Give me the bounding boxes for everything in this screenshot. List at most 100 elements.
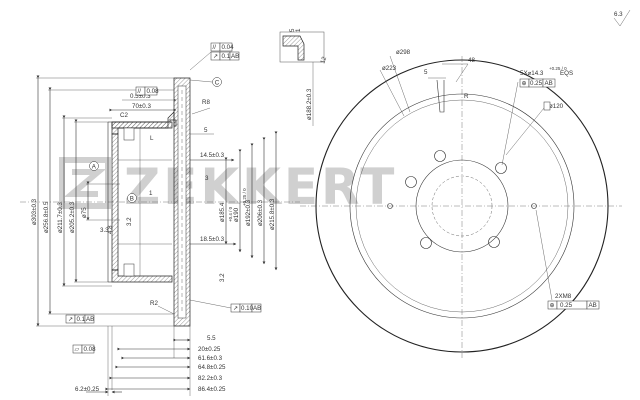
svg-text:0.1: 0.1 [222, 53, 231, 60]
dim-d190: ø190 [233, 207, 240, 222]
dim-d206: ø206±0.3 [257, 199, 264, 226]
tolerance-frame-position-bolts: ⊕ 0.25 AB [519, 78, 556, 88]
dim-radius-r2: R2 [150, 300, 158, 307]
datum-c-marker [212, 77, 222, 87]
bottom-dimension-stack: 5.5 20±0.25 61.6±0.3 64.8±0.25 82.2±0.3 … [75, 326, 226, 396]
svg-text:5X⌀14.3: 5X⌀14.3 [520, 70, 544, 77]
dim-d303: ø303±0.3 [31, 198, 38, 225]
front-view-leaders [379, 55, 553, 301]
dim-angle-3-2b: 3.2 [219, 273, 226, 282]
dim-d120: ø120 [549, 103, 564, 110]
hat-wall-bottom [111, 269, 173, 283]
dim-d192: ø192±0.3 [245, 199, 252, 226]
dim-five: 5 [204, 127, 208, 134]
svg-text:EQS: EQS [560, 70, 573, 77]
svg-text://: // [138, 88, 142, 95]
tolerance-frame-runout-top: ↗ 0.1 AB [210, 51, 239, 61]
datum-a-marker [89, 161, 99, 171]
watermark-logo-icon [59, 157, 111, 209]
svg-text:AB: AB [231, 53, 239, 60]
dim-d190-tolerance: +0.25 / 0 [242, 188, 247, 206]
svg-text:↗: ↗ [233, 305, 238, 312]
m8-threaded-holes [387, 203, 537, 209]
svg-text://: // [213, 44, 217, 51]
datum-b-label: B [130, 195, 134, 202]
section-dims-top: 0.5±0.3 70±0.3 C2 R8 5 L 14.5±0.3 3 1 [109, 93, 235, 197]
svg-text:⊕: ⊕ [522, 80, 527, 87]
svg-text:↗: ↗ [213, 53, 218, 60]
dim-d223: ø223 [382, 65, 397, 72]
datum-c-label: C [215, 79, 220, 86]
dim-d75: ø75 [81, 207, 88, 218]
svg-text:0.08: 0.08 [147, 88, 160, 95]
dim-d256-8: ø256.8±0.5 [43, 201, 50, 233]
dim-angle-4-8: 4.8 [107, 225, 114, 234]
detail-dim-5: 5 [289, 28, 296, 32]
tolerance-frame-runout-left: ↗ 0.1 AB [65, 314, 94, 324]
dim-61-6: 61.6±0.3 [198, 355, 223, 362]
dim-d205-2: ø205.2±0.3 [69, 201, 76, 233]
dim-d185-tolerance: +0.4 / 0 [228, 206, 233, 222]
svg-text:▱: ▱ [75, 346, 80, 353]
dim-64-8: 64.8±0.25 [198, 364, 226, 371]
diameter-dimension-lines-left [36, 75, 90, 327]
detail-dim-1: 1 [295, 28, 302, 32]
svg-text:0.10: 0.10 [241, 305, 254, 312]
dim-d185: ø185.4 [219, 202, 226, 222]
hub-step-top [123, 127, 135, 141]
front-view: ø298 ø223 5 48 R ø120 5X⌀14.3 +0.25 / 0 … [300, 49, 622, 358]
hat-flange [111, 133, 119, 271]
dim-d298: ø298 [396, 49, 411, 56]
watermark-text: ZEKKERT [124, 158, 397, 216]
tolerance-frame-runout-right: ↗ 0.10 AB [230, 303, 261, 313]
svg-text:AB: AB [589, 302, 597, 309]
dim-chamfer-3-3: 3.3 [100, 227, 109, 234]
m8-holes-callout: 2XM8 ⊕ 0.25 AB [547, 293, 600, 310]
dim-ring-3: 3 [205, 175, 209, 182]
dim-14-5: 14.5±0.3 [200, 152, 225, 159]
dim-front-five: 5 [424, 69, 428, 76]
dim-chamfer-c2: C2 [120, 112, 128, 119]
dim-6-2: 6.2±0.25 [75, 386, 100, 393]
dim-radius-r: R [464, 93, 469, 100]
svg-text:0.08: 0.08 [84, 346, 97, 353]
dim-20: 20±0.25 [198, 346, 221, 353]
dim-d215-8: ø215.8±0.3 [269, 198, 276, 230]
dim-82-2: 82.2±0.3 [198, 375, 223, 382]
tolerance-frame-parallelism-top: // 0.04 [210, 42, 235, 52]
tolerance-frame-position-holes: ⊕ 0.25 AB [547, 300, 600, 310]
surface-finish-symbol: 6.3 [613, 9, 631, 27]
svg-text:AB: AB [253, 305, 261, 312]
dim-radius-r8: R8 [202, 99, 210, 106]
svg-text:0.04: 0.04 [222, 44, 235, 51]
label-l: L [150, 135, 154, 142]
hat-wall-top [111, 121, 173, 135]
datum-a-label: A [92, 163, 97, 170]
dim-d188-2: ø188.2±0.3 [306, 88, 313, 120]
dim-5-5: 5.5 [207, 335, 216, 342]
dim-18-5: 18.5±0.3 [200, 236, 225, 243]
svg-text:0.1: 0.1 [77, 316, 86, 323]
d120-frame [543, 101, 551, 111]
dim-86-4: 86.4±0.25 [198, 386, 226, 393]
wheel-bolt-holes [405, 150, 507, 249]
surface-finish-value: 6.3 [614, 11, 623, 18]
watermark: ZEKKERT [59, 157, 397, 216]
svg-text:AB: AB [545, 80, 553, 87]
svg-text:+0.25 / 0: +0.25 / 0 [549, 66, 567, 71]
dim-depth-70: 70±0.3 [132, 103, 151, 110]
dim-angle-48: 48 [468, 57, 475, 64]
datum-b-marker [127, 193, 137, 203]
tolerance-frame-parallelism-mid: // 0.08 [135, 86, 160, 96]
bolt-pattern-callout: 5X⌀14.3 +0.25 / 0 EQS ⊕ 0.25 AB [519, 66, 573, 88]
svg-text:AB: AB [86, 316, 94, 323]
section-view: A B C ø303±0.3 ø256.8±0.5 ø21 [20, 54, 314, 396]
svg-text:⊕: ⊕ [550, 302, 555, 309]
svg-text:0.25: 0.25 [560, 302, 573, 309]
svg-text:0.25: 0.25 [530, 80, 543, 87]
dim-angle-3-2: 3.2 [126, 217, 133, 226]
diameter-dimension-lines-right [224, 131, 278, 271]
svg-text:↗: ↗ [68, 316, 73, 323]
dim-gap-1: 1 [149, 190, 153, 197]
